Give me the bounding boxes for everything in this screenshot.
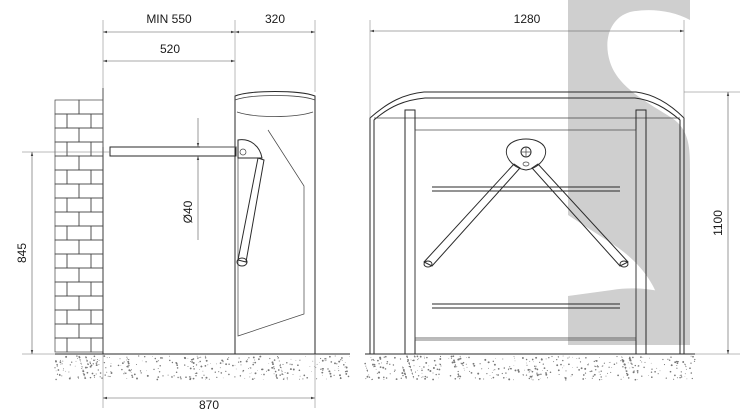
ground-right bbox=[364, 353, 696, 381]
dim-arm-diameter-label: Ø40 bbox=[181, 200, 195, 223]
s-letter-logo bbox=[568, 0, 690, 345]
side-view-cabinet bbox=[109, 91, 316, 355]
dim-arm-length-label: 520 bbox=[160, 42, 180, 56]
ground-left bbox=[54, 353, 350, 381]
dim-total-depth-label: 870 bbox=[199, 398, 219, 412]
dim-total-width-label: 1280 bbox=[514, 12, 541, 26]
brick-wall bbox=[54, 88, 104, 354]
dim-arm-height-label: 845 bbox=[15, 243, 29, 263]
dim-cabinet-width-label: 320 bbox=[265, 12, 285, 26]
dim-min-width-label: MIN 550 bbox=[146, 12, 192, 26]
front-view-turnstile bbox=[369, 91, 685, 355]
dim-total-height-label: 1100 bbox=[711, 210, 725, 236]
